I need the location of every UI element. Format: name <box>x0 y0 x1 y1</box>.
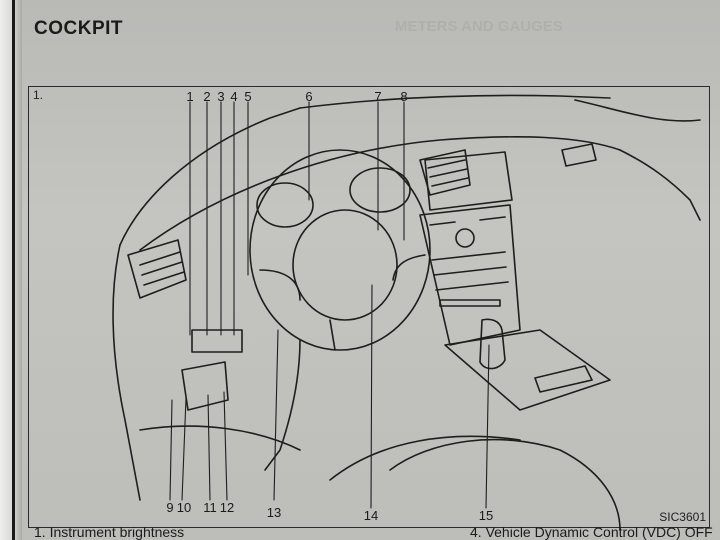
steering-spoke-right <box>392 254 426 281</box>
left-vent-slats <box>139 251 185 286</box>
left-dash-edge <box>112 244 141 501</box>
page-title: COCKPIT <box>34 18 123 39</box>
callout-6: 6 <box>305 89 313 104</box>
callout-12: 12 <box>219 500 235 515</box>
callout-11: 11 <box>203 500 217 515</box>
caption-item-4: 4. Vehicle Dynamic Control (VDC) OFF <box>470 524 713 540</box>
image-code: SIC3601 <box>659 510 706 524</box>
callout-2: 2 <box>203 89 211 104</box>
seat <box>389 438 621 531</box>
callout-10: 10 <box>176 500 192 515</box>
console <box>444 329 611 411</box>
a-pillar <box>119 107 301 246</box>
caption-item-1: 1. Instrument brightness <box>34 524 185 540</box>
illustration-frame <box>28 86 710 528</box>
callout-3: 3 <box>217 89 225 104</box>
page-gutter <box>0 0 22 540</box>
center-buttons <box>429 216 509 291</box>
switch-panel <box>191 329 243 353</box>
dash-right <box>619 149 701 221</box>
gauge-left <box>256 182 314 228</box>
dash-top <box>139 136 621 251</box>
lower-dash <box>139 425 521 481</box>
center-screen <box>424 151 513 211</box>
callout-1: 1 <box>186 89 194 104</box>
cd-slot <box>439 299 501 307</box>
leader-lines <box>169 101 490 509</box>
callout-8: 8 <box>400 89 408 104</box>
windshield-top <box>299 94 611 109</box>
callout-13: 13 <box>266 505 282 520</box>
steering-inner <box>292 209 398 321</box>
steering-spoke-left <box>259 269 301 301</box>
bleed-through-heading: METERS AND GAUGES <box>395 18 563 35</box>
dash-upper-right <box>574 99 701 122</box>
steering-spoke-bottom <box>329 319 336 351</box>
callout-7: 7 <box>374 89 382 104</box>
lower-switches <box>181 361 229 411</box>
callout-4: 4 <box>230 89 238 104</box>
gutter-line <box>12 0 15 540</box>
center-knob <box>455 228 475 248</box>
callout-14: 14 <box>363 508 379 523</box>
steering-rim <box>249 149 431 351</box>
gauge-right <box>349 167 411 213</box>
right-vent-slats <box>427 159 469 187</box>
callout-5: 5 <box>244 89 252 104</box>
console-switches <box>534 365 593 393</box>
gear-lever <box>479 318 506 370</box>
callout-15: 15 <box>478 508 494 523</box>
callout-9: 9 <box>166 500 174 515</box>
steering-column <box>264 339 301 471</box>
left-vent-frame <box>127 239 187 299</box>
figure-reference: 1. <box>33 88 44 102</box>
far-right-vent <box>561 143 597 167</box>
